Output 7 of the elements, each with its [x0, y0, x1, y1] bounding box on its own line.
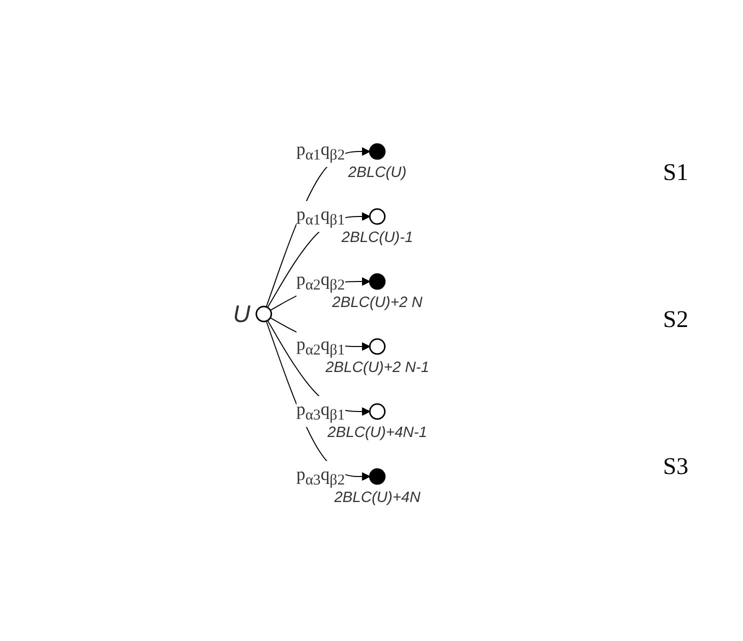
row-label: S2 — [663, 307, 690, 334]
edge-label: p$_{α1}$q$_{β1}$ — [296, 200, 346, 232]
edge-label: p$_{α3}$q$_{β1}$ — [296, 396, 346, 427]
node-caption: 2BLC(U) — [348, 164, 407, 181]
node-caption: U — [233, 300, 251, 328]
row-label: S1 — [663, 160, 690, 187]
row-label: S3 — [663, 454, 690, 481]
